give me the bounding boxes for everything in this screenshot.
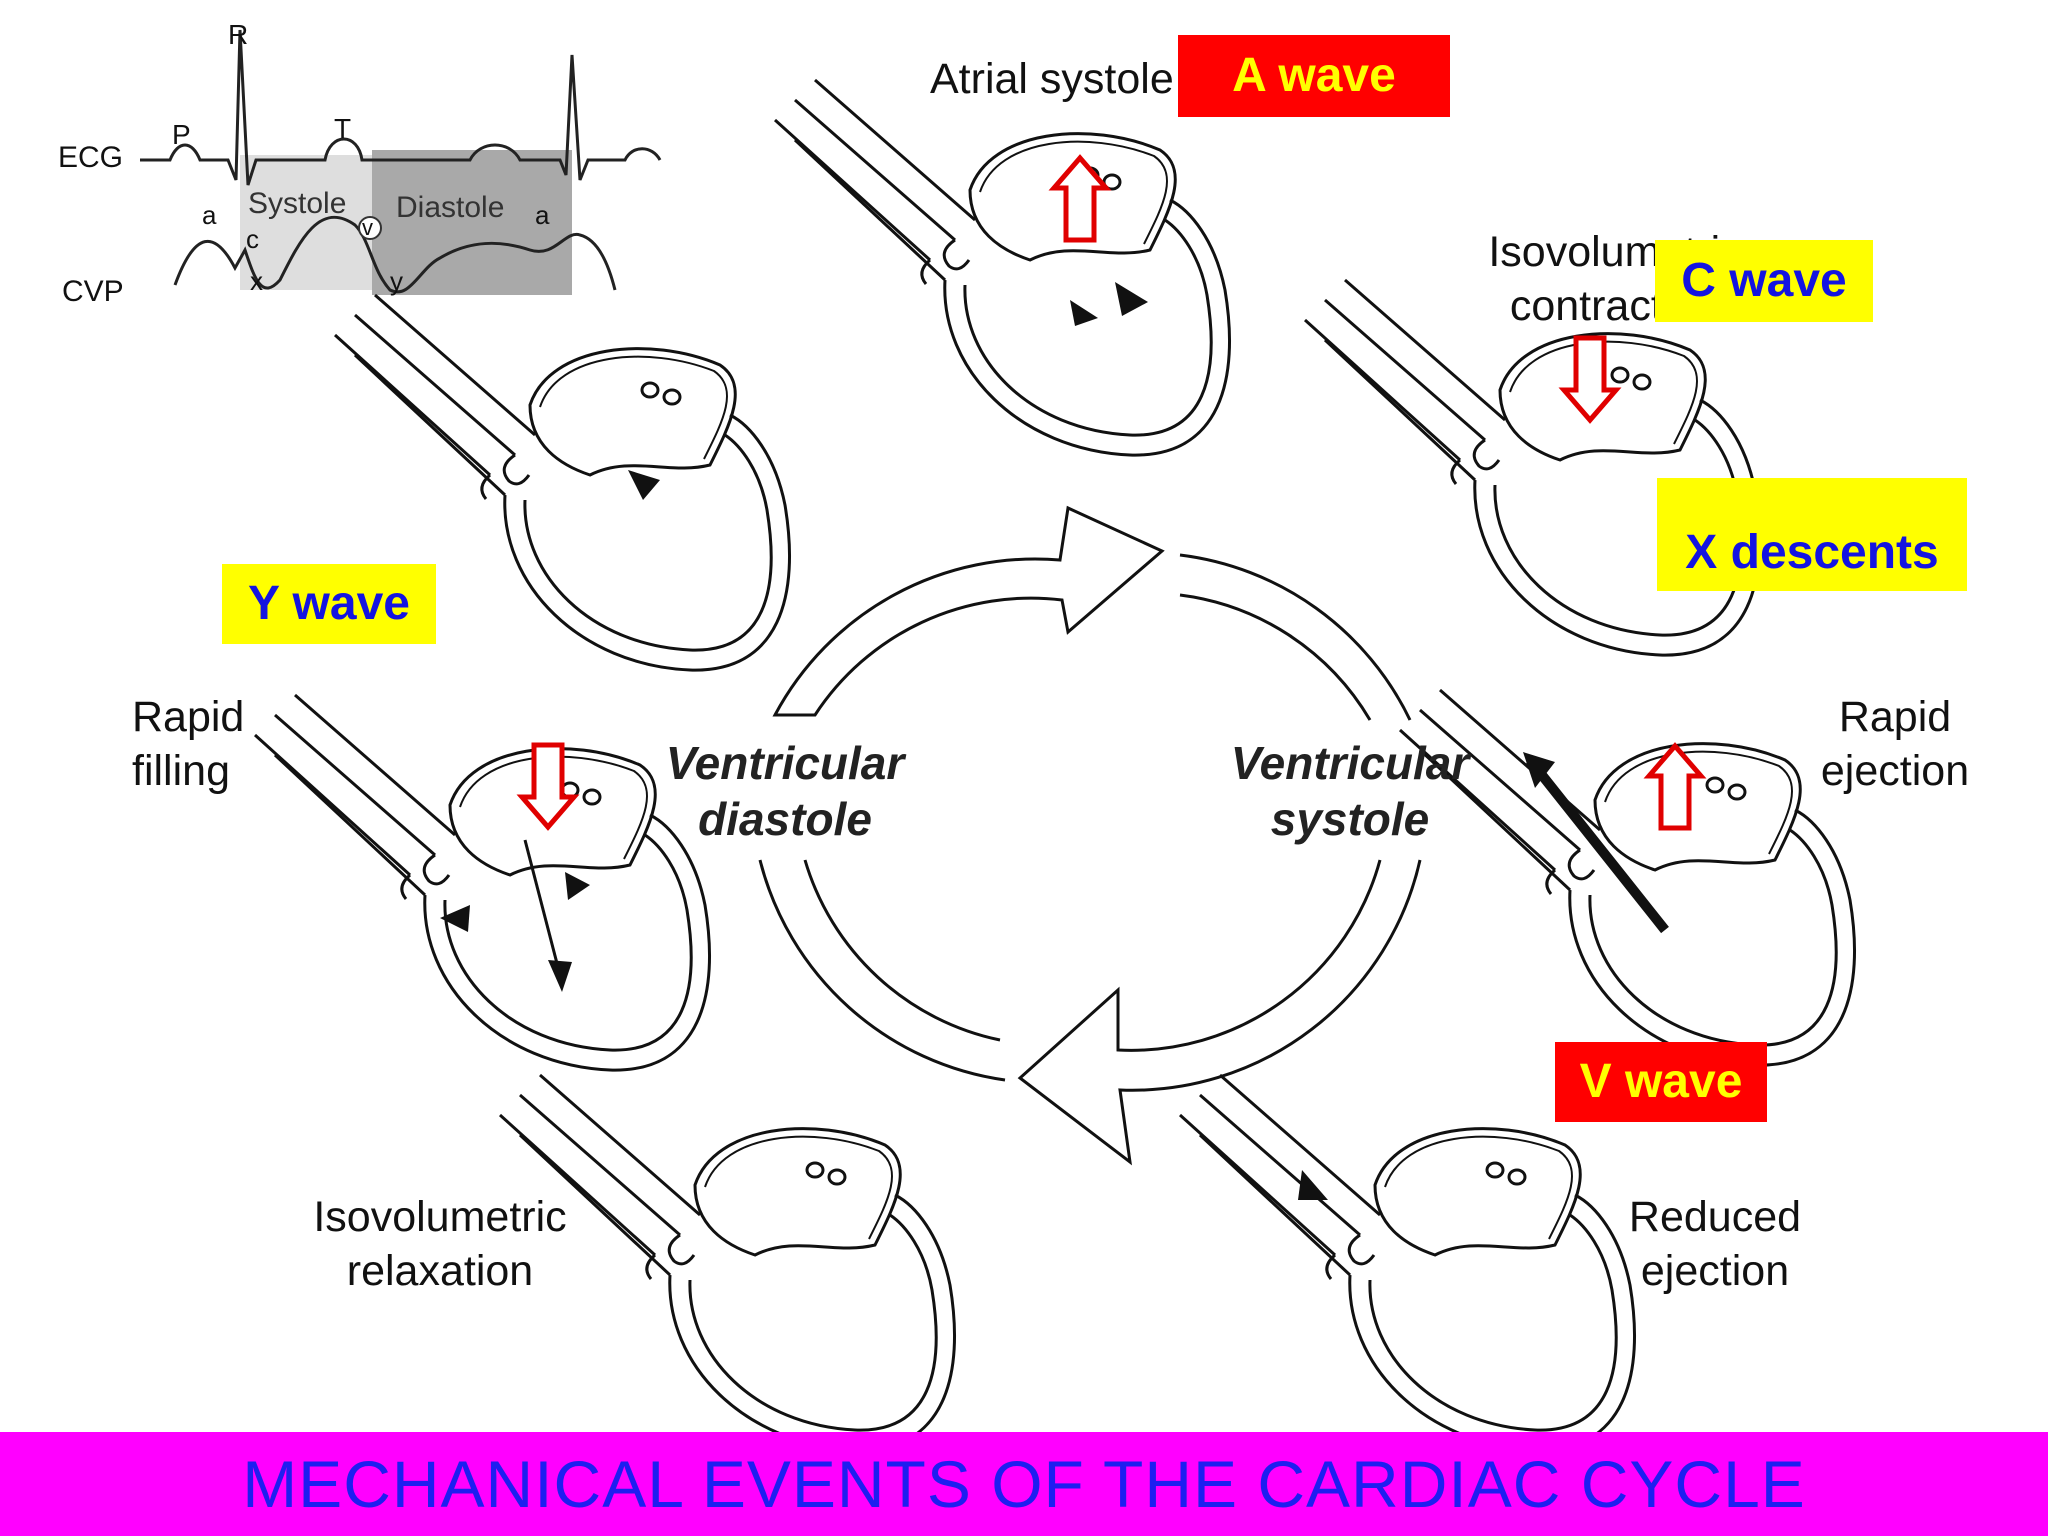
x-descents-badge: X descents [1657,478,1967,591]
heart-reduced-ejection [1178,1073,1637,1452]
y-wave-badge: Y wave [222,564,436,644]
isovolumetric-relaxation-label: Isovolumetric relaxation [313,1193,567,1295]
x-wave-label: x [250,266,263,296]
diastole-region [372,150,572,295]
a-wave-badge: A wave [1178,35,1450,117]
ventricular-diastole-label: Ventricular diastole [665,737,905,845]
v-wave-badge: V wave [1555,1042,1767,1122]
flow-arrows [440,282,1669,1200]
systole-phase-label: Systole [248,187,347,220]
footer-title-banner: MECHANICAL EVENTS OF THE CARDIAC CYCLE [0,1432,2048,1536]
heart-isovolumetric-contraction [1303,278,1762,657]
atrial-systole-label: Atrial systole [930,55,1174,103]
a-wave-label: a [202,200,217,230]
y-wave-label: y [390,266,403,296]
reduced-ejection-label: Reduced ejection [1628,1193,1802,1295]
cycle-arrows [758,505,1422,1166]
rapid-filling-label: Rapid filling [132,693,245,795]
ecg-cvp-inset [140,29,662,295]
heart-atrial-systole [773,78,1232,457]
t-wave-label: T [334,113,352,144]
diastole-phase-label: Diastole [396,191,505,224]
ecg-row-label: ECG [58,141,124,174]
rapid-ejection-label: Rapid ejection [1820,693,1970,795]
ventricular-systole-label: Ventricular systole [1230,737,1470,845]
v-wave-label: v [362,215,373,240]
r-wave-label: R [228,19,249,50]
c-wave-badge: C wave [1655,240,1873,322]
cvp-row-label: CVP [62,275,124,308]
p-wave-label: P [172,119,191,150]
a-wave-label-2: a [535,200,550,230]
c-wave-label: c [246,224,259,254]
